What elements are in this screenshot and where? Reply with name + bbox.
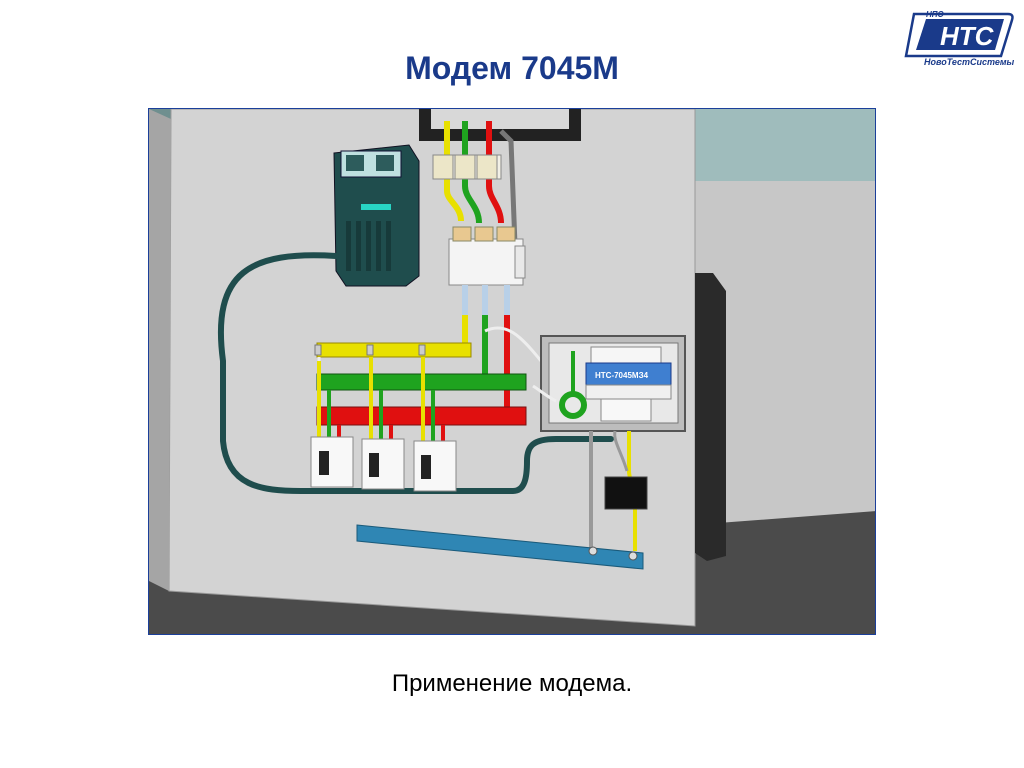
current-transformer-icon (559, 391, 587, 419)
rear-cabinet (695, 273, 726, 561)
breaker-1 (310, 357, 354, 488)
breaker-2 (361, 357, 405, 490)
socket (604, 476, 648, 510)
meter-icon (333, 144, 420, 287)
logo-icon: НПО НТС НовоТестСистемы (904, 10, 1015, 67)
breaker-icon (310, 436, 354, 488)
electricity-meter (333, 144, 420, 287)
company-logo: НПО НТС НовоТестСистемы (900, 8, 1018, 67)
slide-title: Модем 7045М (405, 50, 619, 86)
wiring-diagram: НТС-7045МЗ4 (149, 109, 875, 634)
modem-enclosure: НТС-7045МЗ4 (532, 335, 686, 432)
back-wall-upper (691, 109, 875, 181)
main-switch (448, 226, 526, 286)
logo-main-text: НТС (940, 21, 995, 51)
modem-label: НТС-7045МЗ4 (595, 371, 649, 380)
panel-left-edge (149, 109, 171, 591)
installation-scene: НТС-7045МЗ4 (148, 108, 876, 635)
breaker-3 (413, 357, 457, 492)
logo-small-text: НПО (926, 10, 945, 19)
neutral-bar (356, 524, 644, 570)
logo-subtitle: НовоТестСистемы (924, 57, 1015, 66)
side-wall (691, 181, 875, 546)
slide-caption: Применение модема. (391, 670, 633, 697)
interface-cable (217, 252, 614, 494)
busbar-yellow (316, 342, 472, 358)
